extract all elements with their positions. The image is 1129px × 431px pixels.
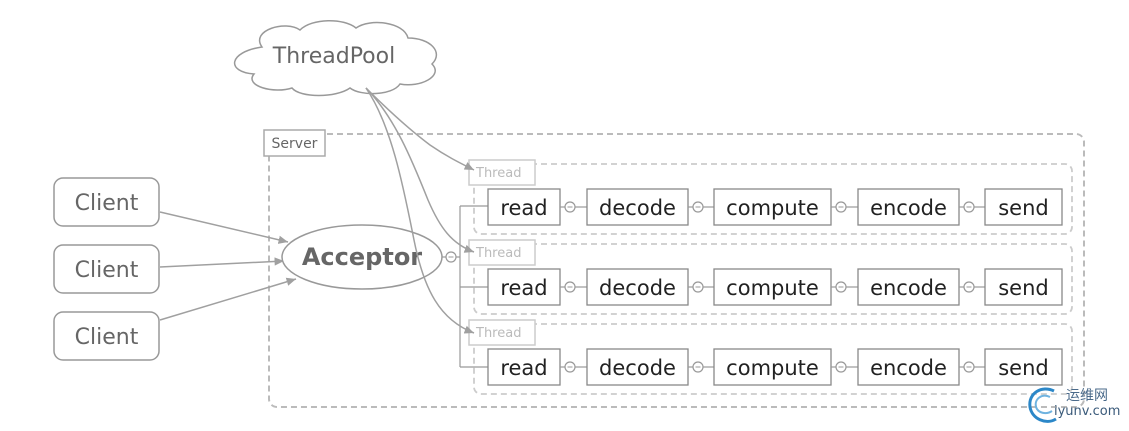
stage-box bbox=[713, 188, 832, 226]
stage-box bbox=[984, 188, 1063, 226]
thread-group: Thread read decode compute encode send bbox=[468, 159, 1073, 235]
stage-connector bbox=[959, 201, 985, 213]
stage-label: decode bbox=[599, 276, 676, 300]
stage-label: compute bbox=[726, 276, 819, 300]
watermark-domain: iyunv.com bbox=[1054, 404, 1121, 419]
watermark-name: 运维网 bbox=[1066, 388, 1108, 404]
stage-connector bbox=[688, 361, 714, 373]
client-arrow bbox=[159, 257, 285, 268]
threadpool-cloud: ThreadPool bbox=[234, 20, 438, 97]
stage-label: send bbox=[998, 196, 1049, 220]
stage-connector bbox=[560, 201, 587, 213]
client-label: Client bbox=[75, 325, 139, 350]
thread-group: Thread read decode compute encode send bbox=[468, 319, 1073, 395]
stage-label: read bbox=[500, 196, 547, 220]
stage-label: encode bbox=[870, 196, 947, 220]
stage-box bbox=[586, 268, 689, 306]
stage-connector bbox=[688, 281, 714, 293]
stage-label: send bbox=[998, 276, 1049, 300]
client-box: Client bbox=[53, 311, 160, 361]
stage-label: encode bbox=[870, 276, 947, 300]
stage-box bbox=[487, 188, 561, 226]
stage-connector bbox=[688, 201, 714, 213]
stage-connector bbox=[560, 361, 587, 373]
stage-label: send bbox=[998, 356, 1049, 380]
server-label: Server bbox=[272, 136, 318, 152]
stage-label: compute bbox=[726, 356, 819, 380]
stage-label: decode bbox=[599, 356, 676, 380]
stage-connector bbox=[831, 281, 858, 293]
acceptor-label: Acceptor bbox=[302, 243, 422, 271]
thread-label: Thread bbox=[475, 246, 521, 261]
client-label: Client bbox=[75, 258, 139, 283]
client-label: Client bbox=[75, 191, 139, 216]
threadpool-arrow bbox=[365, 87, 475, 334]
thread-label: Thread bbox=[475, 166, 521, 181]
server-box: Server bbox=[263, 129, 1085, 408]
client-arrow bbox=[159, 277, 297, 321]
stage-connector bbox=[959, 281, 985, 293]
threadpool-label: ThreadPool bbox=[272, 44, 395, 69]
stage-box bbox=[586, 348, 689, 386]
client-arrow bbox=[159, 211, 289, 244]
stage-connector bbox=[560, 281, 587, 293]
stage-label: decode bbox=[599, 196, 676, 220]
threadpool-arrow bbox=[365, 87, 475, 171]
stage-box bbox=[713, 268, 832, 306]
stage-connector bbox=[831, 361, 858, 373]
stage-box bbox=[857, 268, 960, 306]
stage-label: compute bbox=[726, 196, 819, 220]
stage-label: encode bbox=[870, 356, 947, 380]
stage-box bbox=[984, 268, 1063, 306]
stage-label: read bbox=[500, 356, 547, 380]
stage-box bbox=[487, 348, 561, 386]
stage-connector bbox=[959, 361, 985, 373]
client-box: Client bbox=[53, 177, 160, 227]
stage-connector bbox=[831, 201, 858, 213]
stage-box bbox=[487, 268, 561, 306]
client-box: Client bbox=[53, 244, 160, 294]
stage-box bbox=[857, 188, 960, 226]
thread-label: Thread bbox=[475, 326, 521, 341]
acceptor-node: Acceptor bbox=[281, 224, 443, 290]
stage-label: read bbox=[500, 276, 547, 300]
threadpool-arrow bbox=[365, 87, 475, 253]
stage-box bbox=[984, 348, 1063, 386]
thread-group: Thread read decode compute encode send bbox=[468, 239, 1073, 315]
watermark-swirl-icon bbox=[1028, 387, 1057, 423]
watermark-logo: 运维网 iyunv.com bbox=[1026, 383, 1126, 427]
acceptor-connector bbox=[442, 205, 488, 368]
